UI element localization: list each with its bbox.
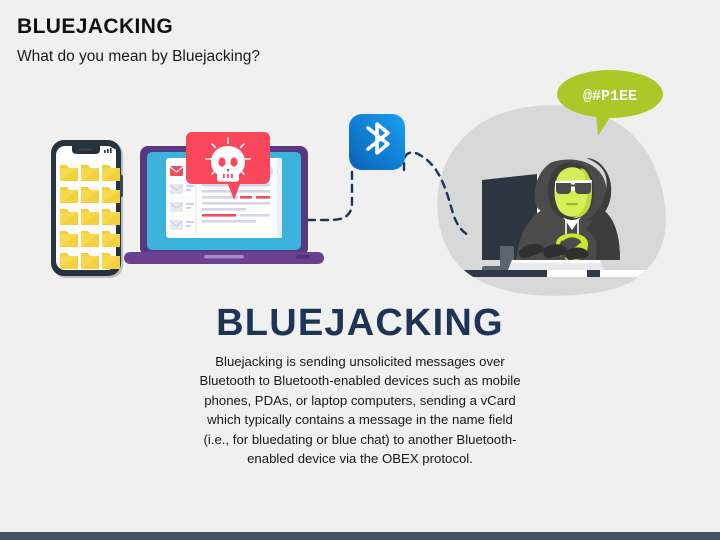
main-title: BLUEJACKING (216, 302, 504, 344)
description-line: Bluejacking is sending unsolicited messa… (215, 354, 505, 369)
description-line: phones, PDAs, or laptop computers, sendi… (204, 392, 516, 408)
smartphone-illustration (51, 140, 123, 278)
gloved-hands (518, 243, 589, 261)
skull-icon (205, 137, 251, 182)
hacker-speech-bubble: @#P1EE (557, 70, 663, 136)
dashed-bluetooth-link (293, 151, 472, 238)
description-line: which typically contains a message in th… (207, 412, 513, 428)
footer-bar (0, 532, 720, 540)
bluetooth-icon[interactable] (349, 114, 405, 170)
main-description: Bluejacking is sending unsolicited messa… (160, 352, 560, 468)
page-subtitle: What do you mean by Bluejacking? (17, 48, 260, 65)
description-line: enabled device via the OBEX protocol. (247, 451, 473, 467)
speech-bubble-text: @#P1EE (583, 88, 637, 105)
illustration-graphic: @#P1EE (0, 70, 720, 300)
malware-alert-bubble (186, 132, 270, 200)
hacker-scene (455, 158, 665, 277)
phone-folder-grid (60, 165, 120, 269)
mail-list (169, 166, 194, 230)
description-line: Bluetooth to Bluetooth-enabled devices s… (199, 373, 521, 389)
hacker-figure (508, 158, 620, 270)
description-line: (i.e., for bluedating or blue chat) to a… (203, 431, 517, 447)
page-title: BLUEJACKING (17, 15, 174, 38)
